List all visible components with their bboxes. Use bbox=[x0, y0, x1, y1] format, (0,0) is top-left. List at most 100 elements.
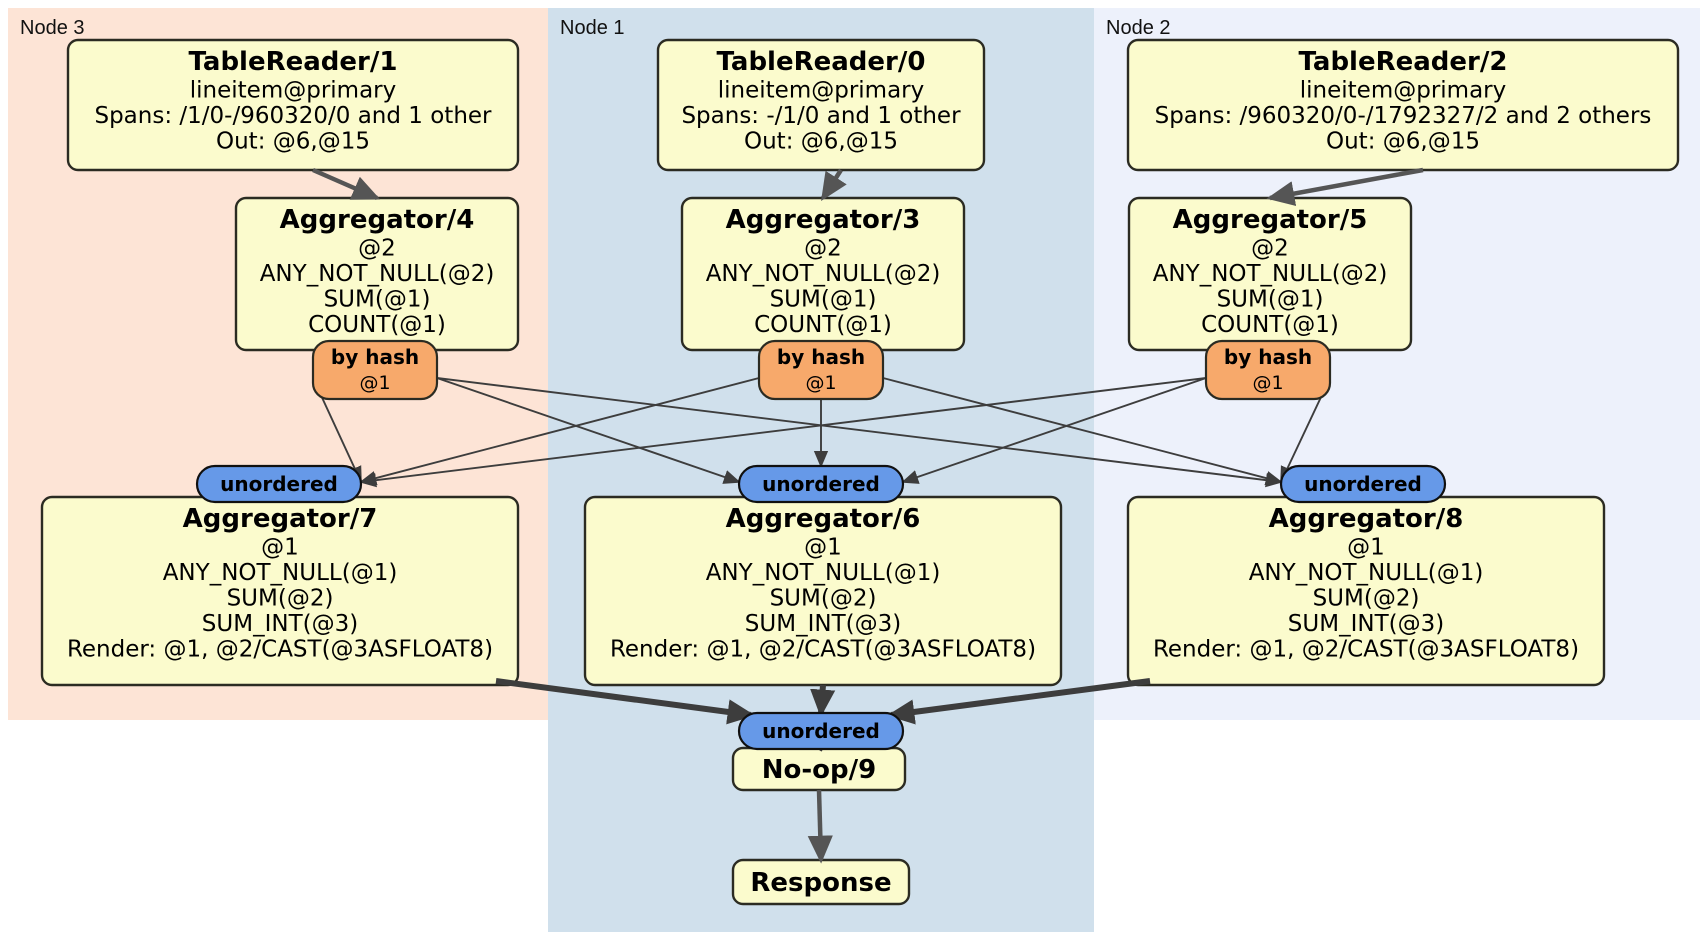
router-label: by hash bbox=[1224, 345, 1312, 369]
by-hash-router-shape[interactable] bbox=[1204, 339, 1332, 401]
edge-hash-to-unordered bbox=[359, 377, 1207, 488]
processor-detail-line: @2 bbox=[358, 236, 396, 262]
processor-detail-line: SUM_INT(@3) bbox=[745, 611, 901, 637]
processor-aggregator8[interactable]: Aggregator/8@1ANY_NOT_NULL(@1)SUM(@2)SUM… bbox=[1126, 495, 1606, 687]
processor-title: Response bbox=[750, 868, 891, 898]
router-label: unordered bbox=[220, 472, 338, 496]
processor-detail-line: ANY_NOT_NULL(@2) bbox=[1153, 261, 1388, 287]
edge-hash-to-unordered bbox=[436, 377, 741, 484]
processor-box[interactable] bbox=[1126, 38, 1680, 172]
processor-aggregator7[interactable]: Aggregator/7@1ANY_NOT_NULL(@1)SUM(@2)SUM… bbox=[40, 495, 520, 687]
processor-aggregator6[interactable]: Aggregator/6@1ANY_NOT_NULL(@1)SUM(@2)SUM… bbox=[583, 495, 1063, 687]
processor-detail-line: ANY_NOT_NULL(@1) bbox=[163, 560, 398, 586]
processor-box[interactable] bbox=[66, 38, 520, 172]
unordered-router-shape[interactable] bbox=[1279, 464, 1447, 504]
processor-detail-line: Render: @1, @2/CAST(@3ASFLOAT8) bbox=[1153, 637, 1579, 663]
node-panel-label: Node 1 bbox=[560, 17, 625, 39]
processor-detail-line: @1 bbox=[1347, 535, 1385, 561]
processor-title: No-op/9 bbox=[762, 755, 876, 785]
processor-detail-line: lineitem@primary bbox=[718, 78, 924, 104]
processor-aggregator3[interactable]: Aggregator/3@2ANY_NOT_NULL(@2)SUM(@1)COU… bbox=[680, 196, 966, 352]
router-label: unordered bbox=[1304, 472, 1422, 496]
processor-detail-line: lineitem@primary bbox=[1300, 78, 1506, 104]
unordered-router-shape[interactable] bbox=[737, 464, 905, 504]
processor-title: Aggregator/6 bbox=[726, 504, 921, 534]
processor-aggregator5[interactable]: Aggregator/5@2ANY_NOT_NULL(@2)SUM(@1)COU… bbox=[1127, 196, 1413, 352]
processor-detail-line: SUM(@1) bbox=[770, 287, 877, 313]
edge-hash-to-unordered bbox=[882, 377, 1283, 486]
processor-title: TableReader/2 bbox=[1299, 47, 1508, 77]
processor-detail-line: @1 bbox=[261, 535, 299, 561]
processor-detail-line: @2 bbox=[1251, 236, 1289, 262]
edge-aggregator-to-final bbox=[810, 684, 836, 718]
unordered-router-shape[interactable] bbox=[195, 464, 363, 504]
by-hash-router-shape[interactable] bbox=[757, 339, 885, 401]
processor-detail-line: COUNT(@1) bbox=[1201, 312, 1339, 338]
node-panel-label: Node 2 bbox=[1106, 17, 1171, 39]
edge-flow bbox=[1266, 167, 1424, 207]
router-label: unordered bbox=[762, 472, 880, 496]
router-layer: by hash @1 by hash @1 by hash @1 unordered unor… bbox=[195, 339, 1447, 751]
processor-detail-line: Spans: /960320/0-/1792327/2 and 2 others bbox=[1155, 103, 1652, 129]
router-unordered7[interactable]: unordered bbox=[195, 464, 363, 504]
processor-detail-line: SUM(@1) bbox=[1217, 287, 1324, 313]
processor-detail-line: SUM(@1) bbox=[324, 287, 431, 313]
edge-hash-to-unordered bbox=[901, 377, 1207, 484]
edge-flow bbox=[312, 167, 381, 201]
edge-aggregator-to-final bbox=[886, 678, 1151, 725]
router-byhash5[interactable]: by hash @1 bbox=[1204, 339, 1332, 401]
processor-detail-line: COUNT(@1) bbox=[754, 312, 892, 338]
edge-flow bbox=[807, 789, 833, 864]
router-byhash3[interactable]: by hash @1 bbox=[757, 339, 885, 401]
processor-box[interactable] bbox=[656, 38, 986, 172]
router-unordered6[interactable]: unordered bbox=[737, 464, 905, 504]
processor-detail-line: @1 bbox=[804, 535, 842, 561]
edge-hash-to-unordered bbox=[436, 377, 1283, 488]
router-label: by hash bbox=[331, 345, 419, 369]
edge-aggregator-to-final bbox=[495, 678, 756, 725]
router-unordered9[interactable]: unordered bbox=[737, 711, 905, 751]
processor-detail-line: ANY_NOT_NULL(@1) bbox=[706, 560, 941, 586]
processor-detail-line: ANY_NOT_NULL(@2) bbox=[706, 261, 941, 287]
edge-flow bbox=[821, 168, 847, 202]
processor-detail-line: ANY_NOT_NULL(@1) bbox=[1249, 560, 1484, 586]
processor-detail-line: ANY_NOT_NULL(@2) bbox=[260, 261, 495, 287]
processor-detail-line: lineitem@primary bbox=[190, 78, 396, 104]
router-label: by hash bbox=[777, 345, 865, 369]
edge-hash-to-unordered bbox=[359, 377, 760, 486]
processor-detail-line: Render: @1, @2/CAST(@3ASFLOAT8) bbox=[67, 637, 493, 663]
router-sublabel: @1 bbox=[1252, 372, 1283, 394]
processor-detail-line: SUM_INT(@3) bbox=[1288, 611, 1444, 637]
processor-title: Aggregator/5 bbox=[1173, 205, 1368, 235]
router-sublabel: @1 bbox=[805, 372, 836, 394]
processor-detail-line: Out: @6,@15 bbox=[1326, 129, 1480, 155]
processor-response[interactable]: Response bbox=[731, 858, 911, 906]
processor-noop9[interactable]: No-op/9 bbox=[731, 746, 907, 792]
node-panel-label: Node 3 bbox=[20, 17, 85, 39]
processor-detail-line: Spans: -/1/0 and 1 other bbox=[681, 103, 961, 129]
router-byhash4[interactable]: by hash @1 bbox=[311, 339, 439, 401]
processor-detail-line: SUM(@2) bbox=[1313, 586, 1420, 612]
processor-title: Aggregator/8 bbox=[1269, 504, 1464, 534]
by-hash-router-shape[interactable] bbox=[311, 339, 439, 401]
processor-title: TableReader/1 bbox=[189, 47, 398, 77]
processor-detail-line: Render: @1, @2/CAST(@3ASFLOAT8) bbox=[610, 637, 1036, 663]
processor-detail-line: SUM_INT(@3) bbox=[202, 611, 358, 637]
router-sublabel: @1 bbox=[359, 372, 390, 394]
processor-title: Aggregator/3 bbox=[726, 205, 921, 235]
processor-detail-line: Out: @6,@15 bbox=[216, 129, 370, 155]
router-label: unordered bbox=[762, 719, 880, 743]
unordered-router-shape[interactable] bbox=[737, 711, 905, 751]
processor-detail-line: Out: @6,@15 bbox=[744, 129, 898, 155]
processor-aggregator4[interactable]: Aggregator/4@2ANY_NOT_NULL(@2)SUM(@1)COU… bbox=[234, 196, 520, 352]
processor-detail-line: SUM(@2) bbox=[227, 586, 334, 612]
router-unordered8[interactable]: unordered bbox=[1279, 464, 1447, 504]
processor-detail-line: @2 bbox=[804, 236, 842, 262]
processor-detail-line: COUNT(@1) bbox=[308, 312, 446, 338]
processor-title: Aggregator/7 bbox=[183, 504, 378, 534]
